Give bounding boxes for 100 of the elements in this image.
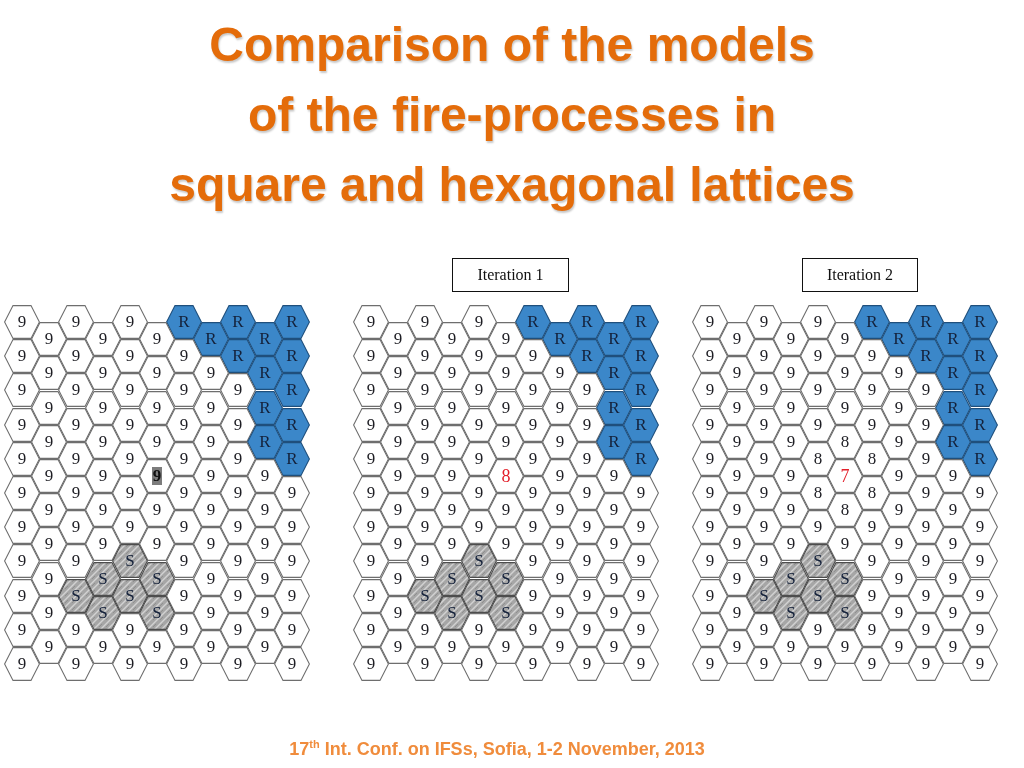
cell-value: 9	[705, 484, 715, 502]
cell-value: S	[98, 569, 108, 588]
cell-value: R	[947, 398, 959, 417]
cell-value: S	[71, 586, 81, 605]
cell-value: 9	[125, 347, 135, 366]
cell-value: R	[635, 347, 647, 366]
cell-value: 9	[894, 569, 904, 588]
cell-value: 9	[447, 501, 457, 520]
cell-value: R	[286, 347, 298, 366]
cell-value: 9	[894, 466, 904, 485]
highlighted-value: 9	[151, 466, 163, 485]
cell-value: 9	[705, 347, 715, 366]
cell-value: R	[608, 330, 620, 349]
cell-value: 9	[732, 398, 742, 417]
cell-value: 9	[975, 552, 985, 571]
cell-value: R	[286, 449, 298, 468]
cell-value: 9	[17, 586, 27, 605]
cell-value: 9	[474, 655, 484, 673]
cell-value: 9	[206, 432, 216, 451]
cell-value: 9	[636, 484, 646, 502]
cell-value: 9	[206, 569, 216, 588]
cell-value: 9	[44, 466, 54, 485]
cell-value: 9	[420, 313, 430, 331]
cell-value: 9	[975, 484, 985, 502]
cell-value: S	[152, 603, 162, 622]
cell-value: 9	[555, 603, 565, 622]
cell-value: 9	[921, 449, 931, 468]
cell-value: 9	[813, 518, 823, 537]
cell-value: 9	[179, 449, 189, 468]
cell-value: 9	[609, 603, 619, 622]
cell-value: 9	[582, 518, 592, 537]
cell-value: 9	[125, 415, 135, 434]
cell-value: R	[893, 330, 905, 349]
cell-value: 9	[732, 637, 742, 656]
cell-value: 9	[786, 364, 796, 383]
cell-value: 9	[975, 518, 985, 537]
cell-value: 9	[636, 620, 646, 639]
cell-value: 9	[206, 364, 216, 383]
cell-value: S	[813, 552, 823, 571]
cell-value: 9	[921, 484, 931, 502]
cell-value: 9	[420, 552, 430, 571]
cell-value: 9	[260, 569, 270, 588]
cell-value: 9	[233, 484, 243, 502]
cell-value: 9	[152, 432, 162, 451]
cell-value: 9	[447, 637, 457, 656]
cell-value: 9	[287, 552, 297, 571]
cell-value: 9	[420, 518, 430, 537]
cell-value: R	[608, 364, 620, 383]
cell-value: 9	[366, 586, 376, 605]
cell-value: 9	[287, 586, 297, 605]
cell-value: 9	[528, 381, 538, 400]
cell-value: 9	[206, 501, 216, 520]
cell-value: 9	[71, 449, 81, 468]
cell-value: 9	[233, 381, 243, 400]
cell-value: 9	[813, 655, 823, 673]
cell-value: 9	[867, 586, 877, 605]
cell-value: 9	[636, 655, 646, 673]
cell-value: 9	[98, 432, 108, 451]
cell-value: 9	[17, 449, 27, 468]
cell-value: 9	[71, 552, 81, 571]
cell-value: 9	[17, 347, 27, 366]
cell-value: 9	[98, 330, 108, 349]
cell-value: 9	[528, 415, 538, 434]
cell-value: 9	[501, 535, 511, 554]
cell-value: R	[974, 381, 986, 400]
cell-value: 9	[555, 535, 565, 554]
cell-value: 9	[582, 552, 592, 571]
cell-value: 9	[813, 313, 823, 331]
cell-value: 9	[921, 518, 931, 537]
cell-value: 9	[393, 398, 403, 417]
cell-value: 9	[287, 518, 297, 537]
cell-value: 9	[474, 313, 484, 331]
cell-value: S	[125, 552, 135, 571]
cell-value: 8	[840, 432, 850, 451]
cell-value: 9	[705, 313, 715, 331]
cell-value: 8	[813, 449, 823, 468]
cell-value: 9	[501, 330, 511, 349]
cell-value: 9	[528, 552, 538, 571]
cell-value: 9	[71, 620, 81, 639]
cell-value: 9	[528, 518, 538, 537]
cell-value: 9	[759, 449, 769, 468]
cell-value: 9	[840, 637, 850, 656]
cell-value: 9	[555, 432, 565, 451]
cell-value: 9	[420, 655, 430, 673]
cell-value: 9	[840, 535, 850, 554]
cell-value: R	[635, 449, 647, 468]
cell-value: 9	[528, 347, 538, 366]
cell-value: 9	[867, 347, 877, 366]
cell-value: 9	[206, 398, 216, 417]
cell-value: 9	[287, 620, 297, 639]
cell-value: 9	[71, 655, 81, 673]
cell-value: 9	[732, 466, 742, 485]
cell-value: 9	[393, 501, 403, 520]
cell-value: 9	[125, 655, 135, 673]
cell-value: 9	[44, 535, 54, 554]
cell-value: R	[286, 415, 298, 434]
cell-value: 9	[759, 552, 769, 571]
cell-value: R	[947, 364, 959, 383]
cell-value: 9	[921, 620, 931, 639]
cell-value: 9	[528, 655, 538, 673]
